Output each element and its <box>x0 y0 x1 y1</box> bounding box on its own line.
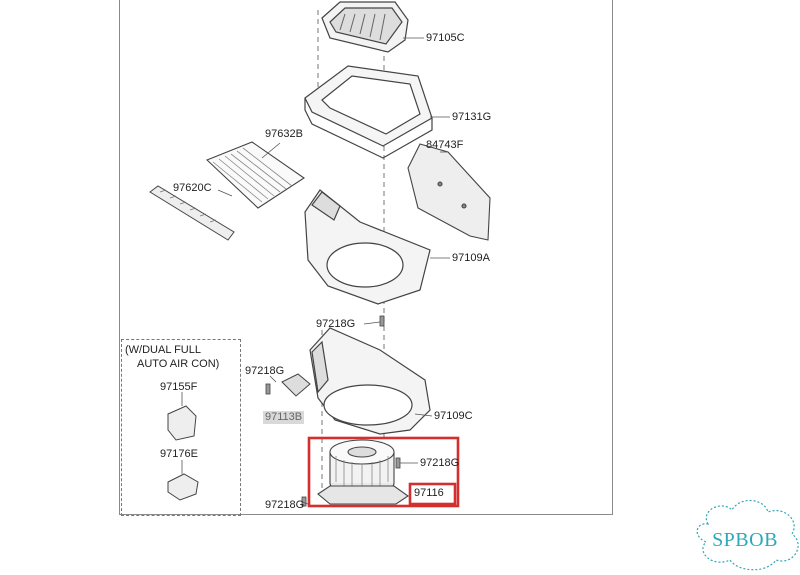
lower-case-drawing <box>309 327 431 435</box>
resistor-drawing <box>281 373 311 397</box>
part-97105c-label: 97105C <box>426 32 465 44</box>
part-97109a-label: 97109A <box>452 252 490 264</box>
blower-motor-drawing <box>317 439 409 505</box>
part-97218g-right-label: 97218G <box>420 457 460 469</box>
highlight-frames <box>307 436 460 508</box>
top-cover-drawing <box>321 1 409 53</box>
part-97632b-label: 97632B <box>265 128 303 140</box>
part-97218g-left-label: 97218G <box>245 365 285 377</box>
optional-group-title-line2: AUTO AIR CON) <box>137 358 220 370</box>
part-84743f-label: 84743F <box>426 139 464 151</box>
optional-group-title-line1: (W/DUAL FULL <box>125 344 201 356</box>
filter-frame-drawing <box>304 65 433 159</box>
blower-highlight <box>307 436 460 508</box>
optional-parts-group <box>121 339 241 516</box>
cabin-filter-drawing <box>205 141 305 209</box>
watermark-logo: SPBOB <box>712 529 778 551</box>
part-97620c-label: 97620C <box>173 182 212 194</box>
part-97113b-label: 97113B <box>263 411 305 424</box>
part-number-highlight <box>408 482 457 506</box>
optional-parts-drawing <box>167 405 199 501</box>
part-97155f-label: 97155F <box>160 381 198 393</box>
watermark-cloud <box>696 499 799 571</box>
upper-case-drawing <box>304 189 431 305</box>
part-97116-label: 97116 <box>414 487 444 499</box>
seal-strip-drawing <box>149 185 235 241</box>
optional-group-title: (W/DUAL FULL AUTO AIR CON) <box>125 343 219 371</box>
seal-panel-drawing <box>407 143 491 241</box>
part-97218g-top-label: 97218G <box>316 318 356 330</box>
part-97109c-label: 97109C <box>434 410 473 422</box>
part-97176e-label: 97176E <box>160 448 198 460</box>
part-97218g-bottom-label: 97218G <box>265 499 305 511</box>
part-97131g-label: 97131G <box>452 111 492 123</box>
